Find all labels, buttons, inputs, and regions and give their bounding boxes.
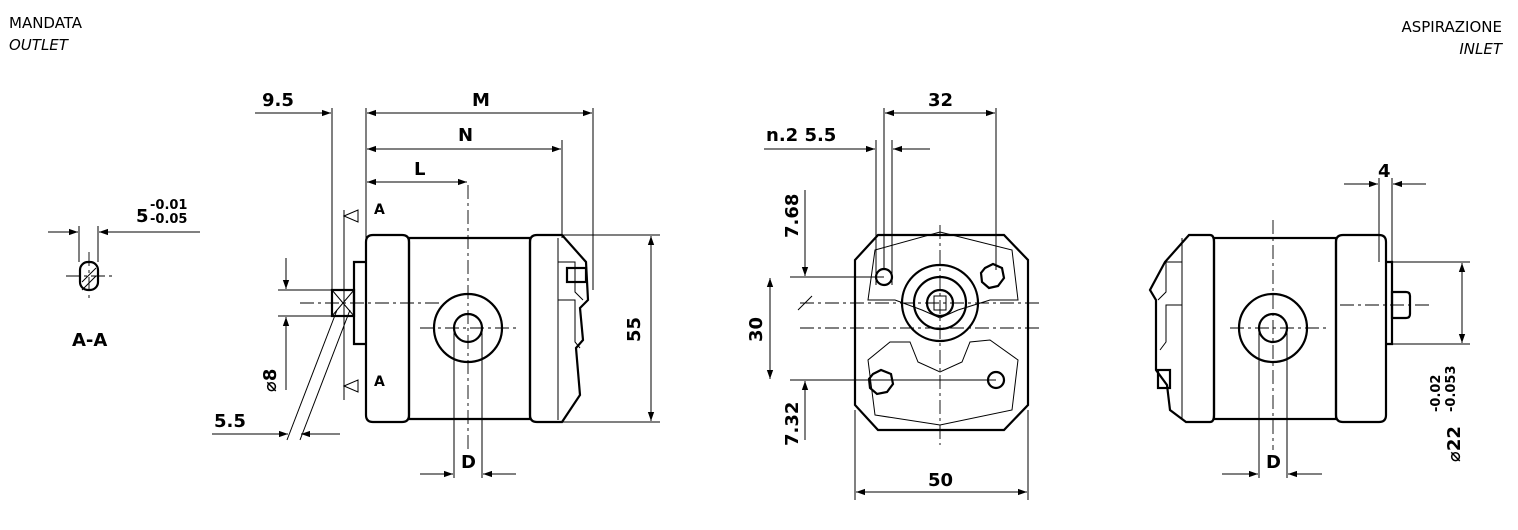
dim-7-68: 7.68 [782,194,803,238]
dim-l: L [414,159,425,180]
rear-cover [528,233,590,424]
dim-55: 55 [624,317,645,342]
rear-pump-body [1212,236,1338,421]
dim-7-32: 7.32 [782,402,803,446]
pump-body [407,236,532,421]
rear-view-bolt [1156,368,1172,390]
dim-9-5: 9.5 [262,90,294,111]
key-width-value: 5 [136,206,149,227]
outlet-label: MANDATA OUTLET [9,12,82,56]
section-a-a: 5 -0.01 -0.05 A-A [48,198,200,351]
side-view: A A 9.5 M N L 55 ⌀8 5.5 [212,90,660,478]
inlet-label-english: INLET [1459,40,1502,58]
front-cover [364,233,411,424]
dim-d-side: D [461,452,476,473]
key-tol-lower: -0.05 [150,212,187,227]
section-marker-top: A [374,202,385,218]
inlet-label-italian: ASPIRAZIONE [1401,18,1502,36]
front-nut-left [867,368,895,396]
dim-4: 4 [1378,161,1391,182]
dim-phi22: ⌀22 [1444,426,1465,462]
rear-bolt [565,266,588,284]
section-name: A-A [72,330,107,351]
shaft-tol-lower: -0.053 [1444,365,1459,412]
outlet-label-italian: MANDATA [9,14,83,32]
dim-n: N [458,125,473,146]
shaft-tol-upper: -0.02 [1429,375,1444,412]
dim-5-5: 5.5 [214,411,246,432]
rear-front-cover [1334,233,1388,424]
flange-outline [853,233,1030,432]
dim-phi8: ⌀8 [260,369,281,392]
key-tol-upper: -0.01 [150,198,187,213]
dim-m: M [472,90,490,111]
section-marker-bottom: A [374,374,385,390]
front-view: 32 n.2 5.5 7.68 30 7.32 50 [746,90,1040,500]
inlet-label: ASPIRAZIONE INLET [1401,16,1502,60]
front-nut-right [979,262,1006,290]
dim-d-rear: D [1266,452,1281,473]
dim-50: 50 [928,470,953,491]
rear-view: 4 ⌀22 -0.02 -0.053 D [1148,161,1470,478]
rear-shaft-end [1390,290,1412,320]
dim-30: 30 [746,317,767,342]
outlet-label-english: OUTLET [9,36,68,54]
dim-hole-count: n.2 5.5 [766,125,836,146]
dim-32: 32 [928,90,953,111]
